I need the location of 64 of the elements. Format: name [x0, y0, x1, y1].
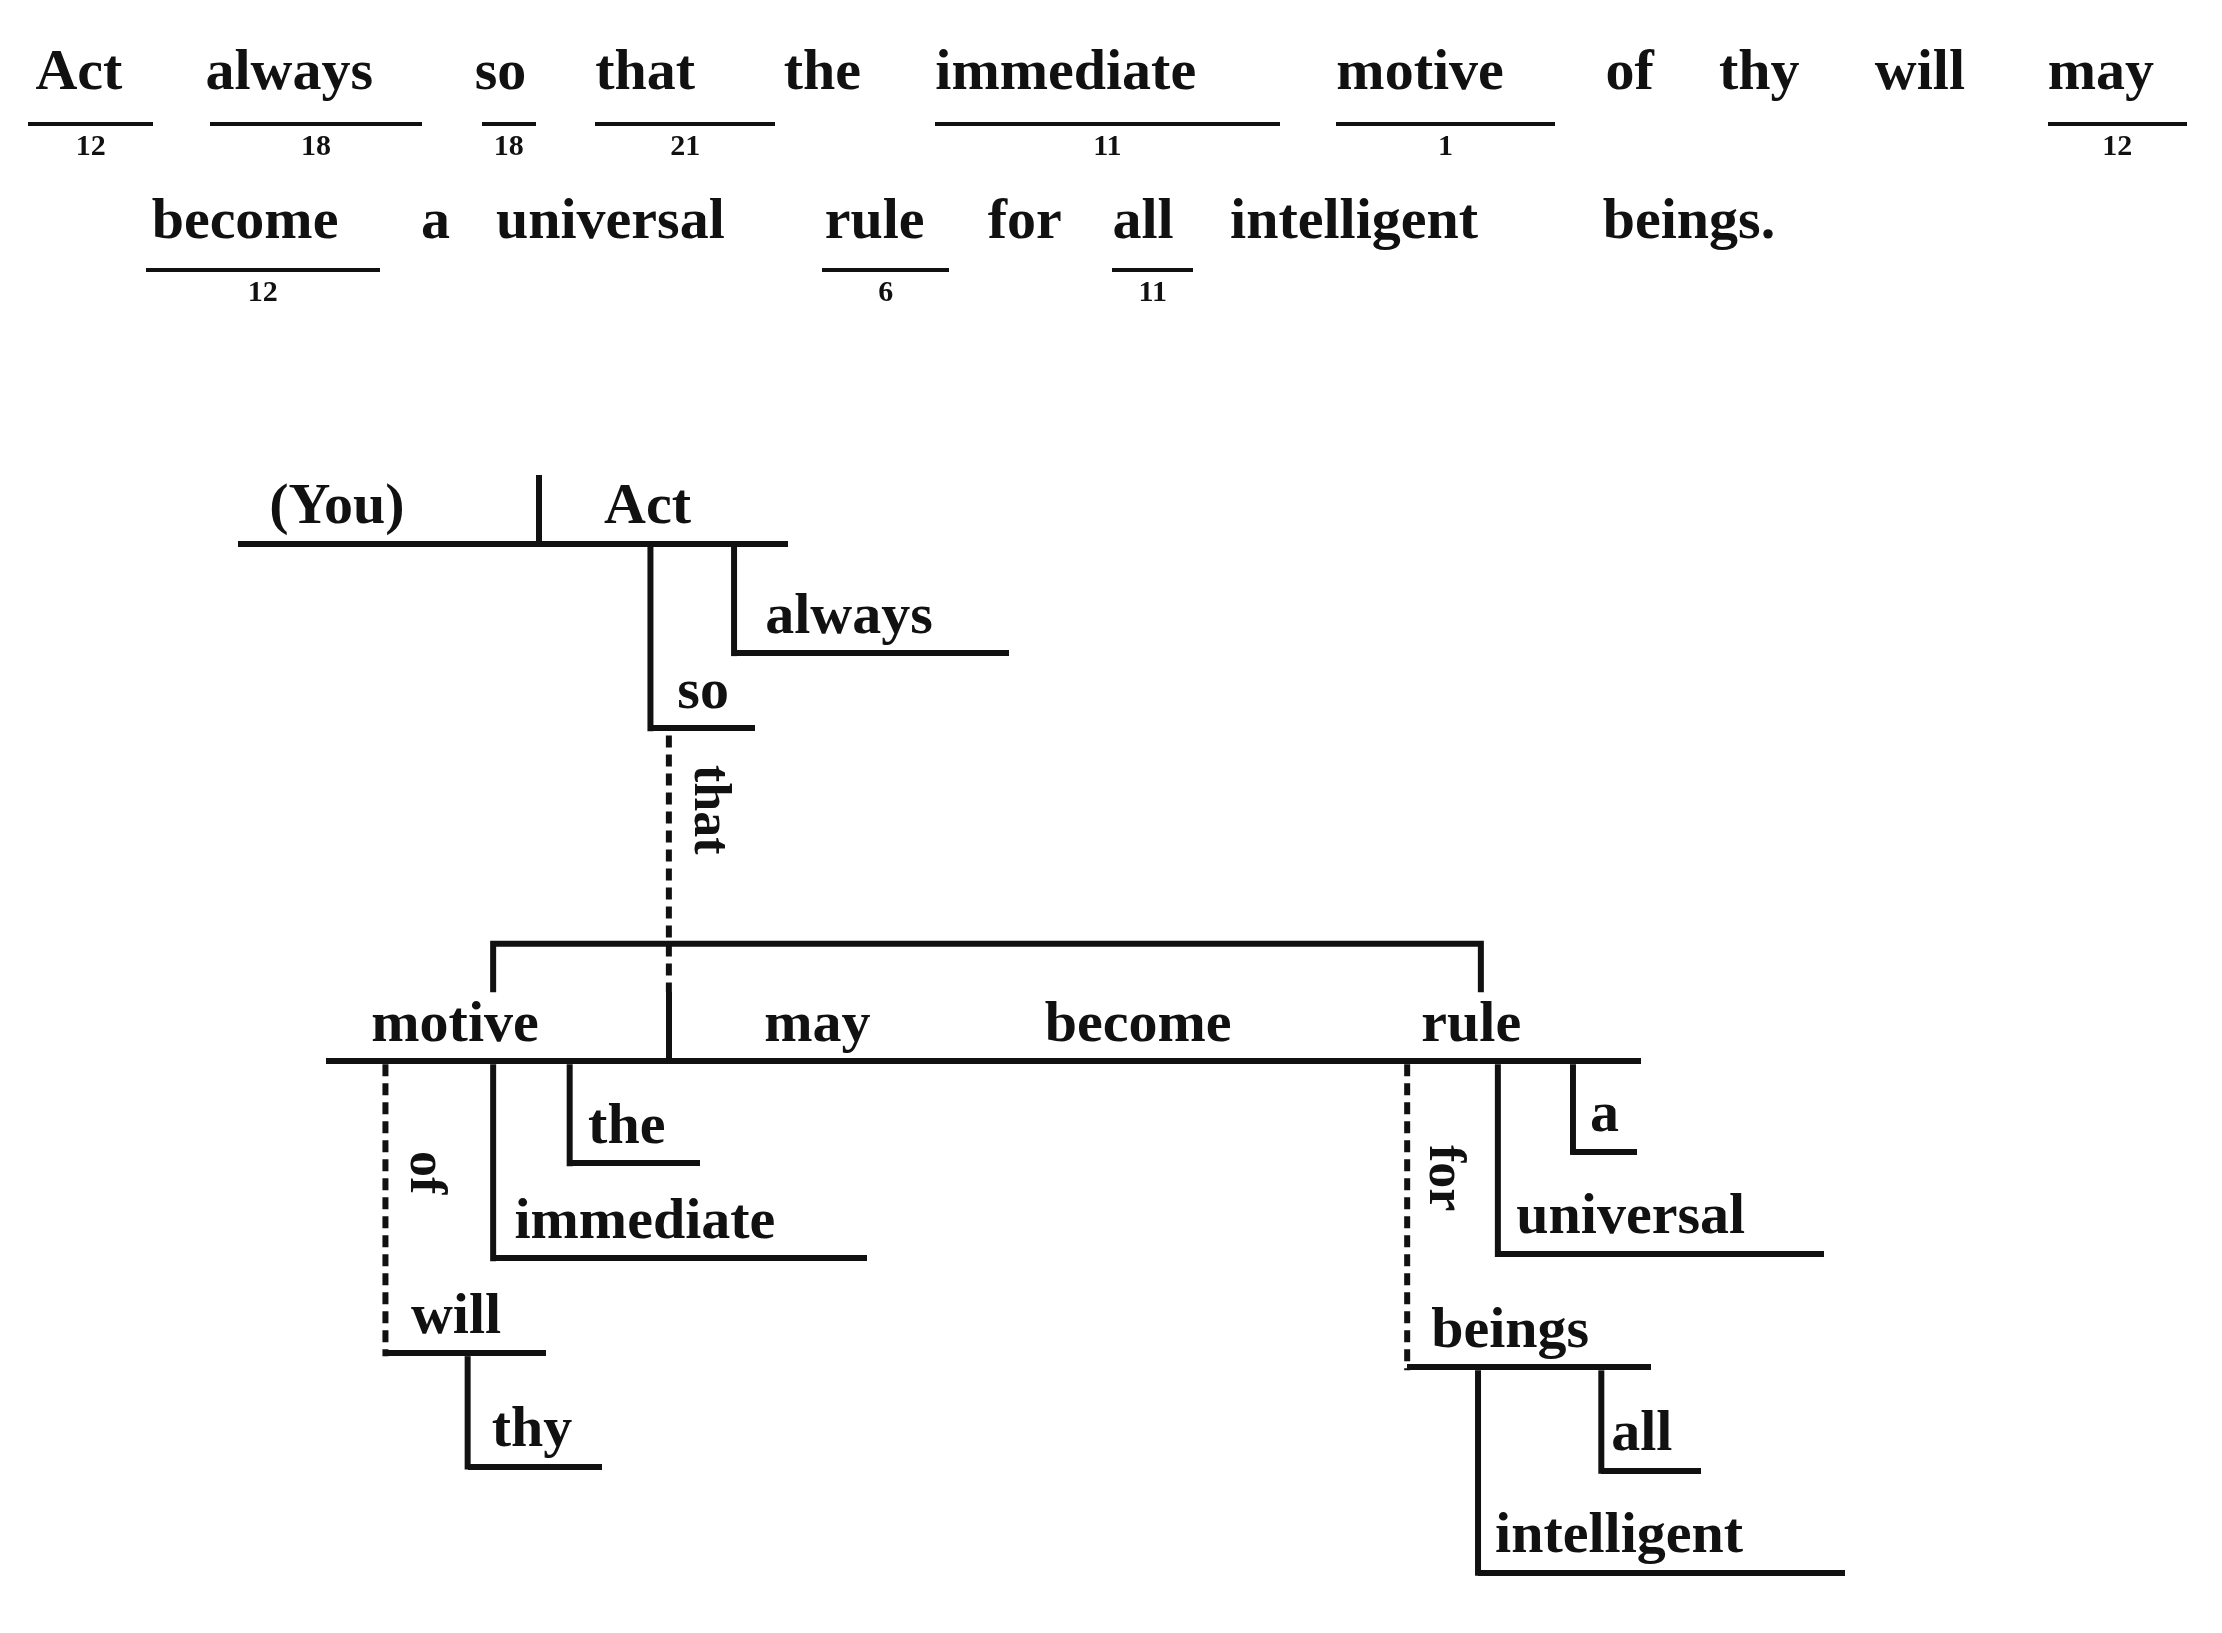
diagram-word: Act [604, 470, 691, 539]
diagram-word: immediate [514, 1184, 776, 1253]
word-number: 21 [669, 128, 702, 161]
sentence-word: so [474, 36, 527, 104]
word-number: 18 [300, 128, 332, 161]
diagram-word: may [764, 987, 871, 1056]
edge-label: for [1421, 1145, 1474, 1212]
sentence-word: beings. [1602, 185, 1776, 253]
word-number: 6 [877, 274, 895, 307]
diagram-word: motive [371, 987, 539, 1056]
word-number: 11 [1137, 274, 1168, 307]
sentence-word: universal [495, 185, 725, 253]
diagram-word: beings [1431, 1293, 1590, 1362]
diagram-word: universal [1516, 1180, 1746, 1249]
word-number: 12 [74, 128, 107, 161]
diagram-word: so [677, 654, 729, 723]
connector-line [1598, 1370, 1605, 1474]
sentence-word: all [1112, 185, 1174, 253]
sentence-word: become [151, 185, 339, 253]
diagram-word: thy [491, 1392, 573, 1461]
connector-line [490, 1064, 497, 1262]
diagram-word: become [1044, 987, 1232, 1056]
sentence-word: will [1874, 36, 1966, 104]
sentence-word: a [420, 185, 450, 253]
sentence-word: for [987, 185, 1062, 253]
sentence-word: the [783, 36, 861, 104]
word-number: 18 [492, 128, 525, 161]
sentence-word: Act [35, 36, 123, 104]
diagram-word: always [765, 579, 933, 648]
diagram-word: intelligent [1495, 1499, 1744, 1568]
sentence-word: motive [1336, 36, 1504, 104]
word-number: 11 [1092, 128, 1123, 161]
sentence-word: may [2047, 36, 2154, 104]
word-number: 1 [1436, 128, 1454, 161]
sentence-word: that [595, 36, 696, 104]
edge-label: of [402, 1150, 455, 1194]
connector-line [647, 547, 654, 732]
connector-line [1475, 1370, 1482, 1576]
diagram-word: (You) [269, 470, 405, 539]
sentence-word: thy [1718, 36, 1800, 104]
connector-line [464, 1356, 471, 1470]
sentence-word: of [1605, 36, 1654, 104]
dashed-connector [382, 1064, 389, 1357]
edge-label: that [685, 765, 738, 855]
sentence-word: rule [824, 185, 925, 253]
connector-line [566, 1064, 573, 1167]
connector-line [1569, 1064, 1576, 1155]
sentence-word: always [205, 36, 374, 104]
diagram-baseline [535, 475, 788, 547]
word-number: 12 [246, 274, 279, 307]
connector-line [1494, 1064, 1501, 1257]
sentence-word: intelligent [1230, 185, 1479, 253]
diagram-word: will [410, 1279, 502, 1348]
diagram-baseline [666, 992, 1403, 1065]
connector-line [731, 547, 738, 657]
diagram-word: all [1611, 1397, 1673, 1466]
sentence-word: immediate [935, 36, 1197, 104]
dashed-connector [665, 735, 672, 993]
connector-line [490, 940, 1484, 993]
diagram-word: a [1589, 1078, 1619, 1147]
diagram-word: the [588, 1089, 666, 1158]
diagram-word: rule [1421, 987, 1522, 1056]
word-number: 12 [2101, 128, 2134, 161]
dashed-connector [1404, 1064, 1411, 1371]
